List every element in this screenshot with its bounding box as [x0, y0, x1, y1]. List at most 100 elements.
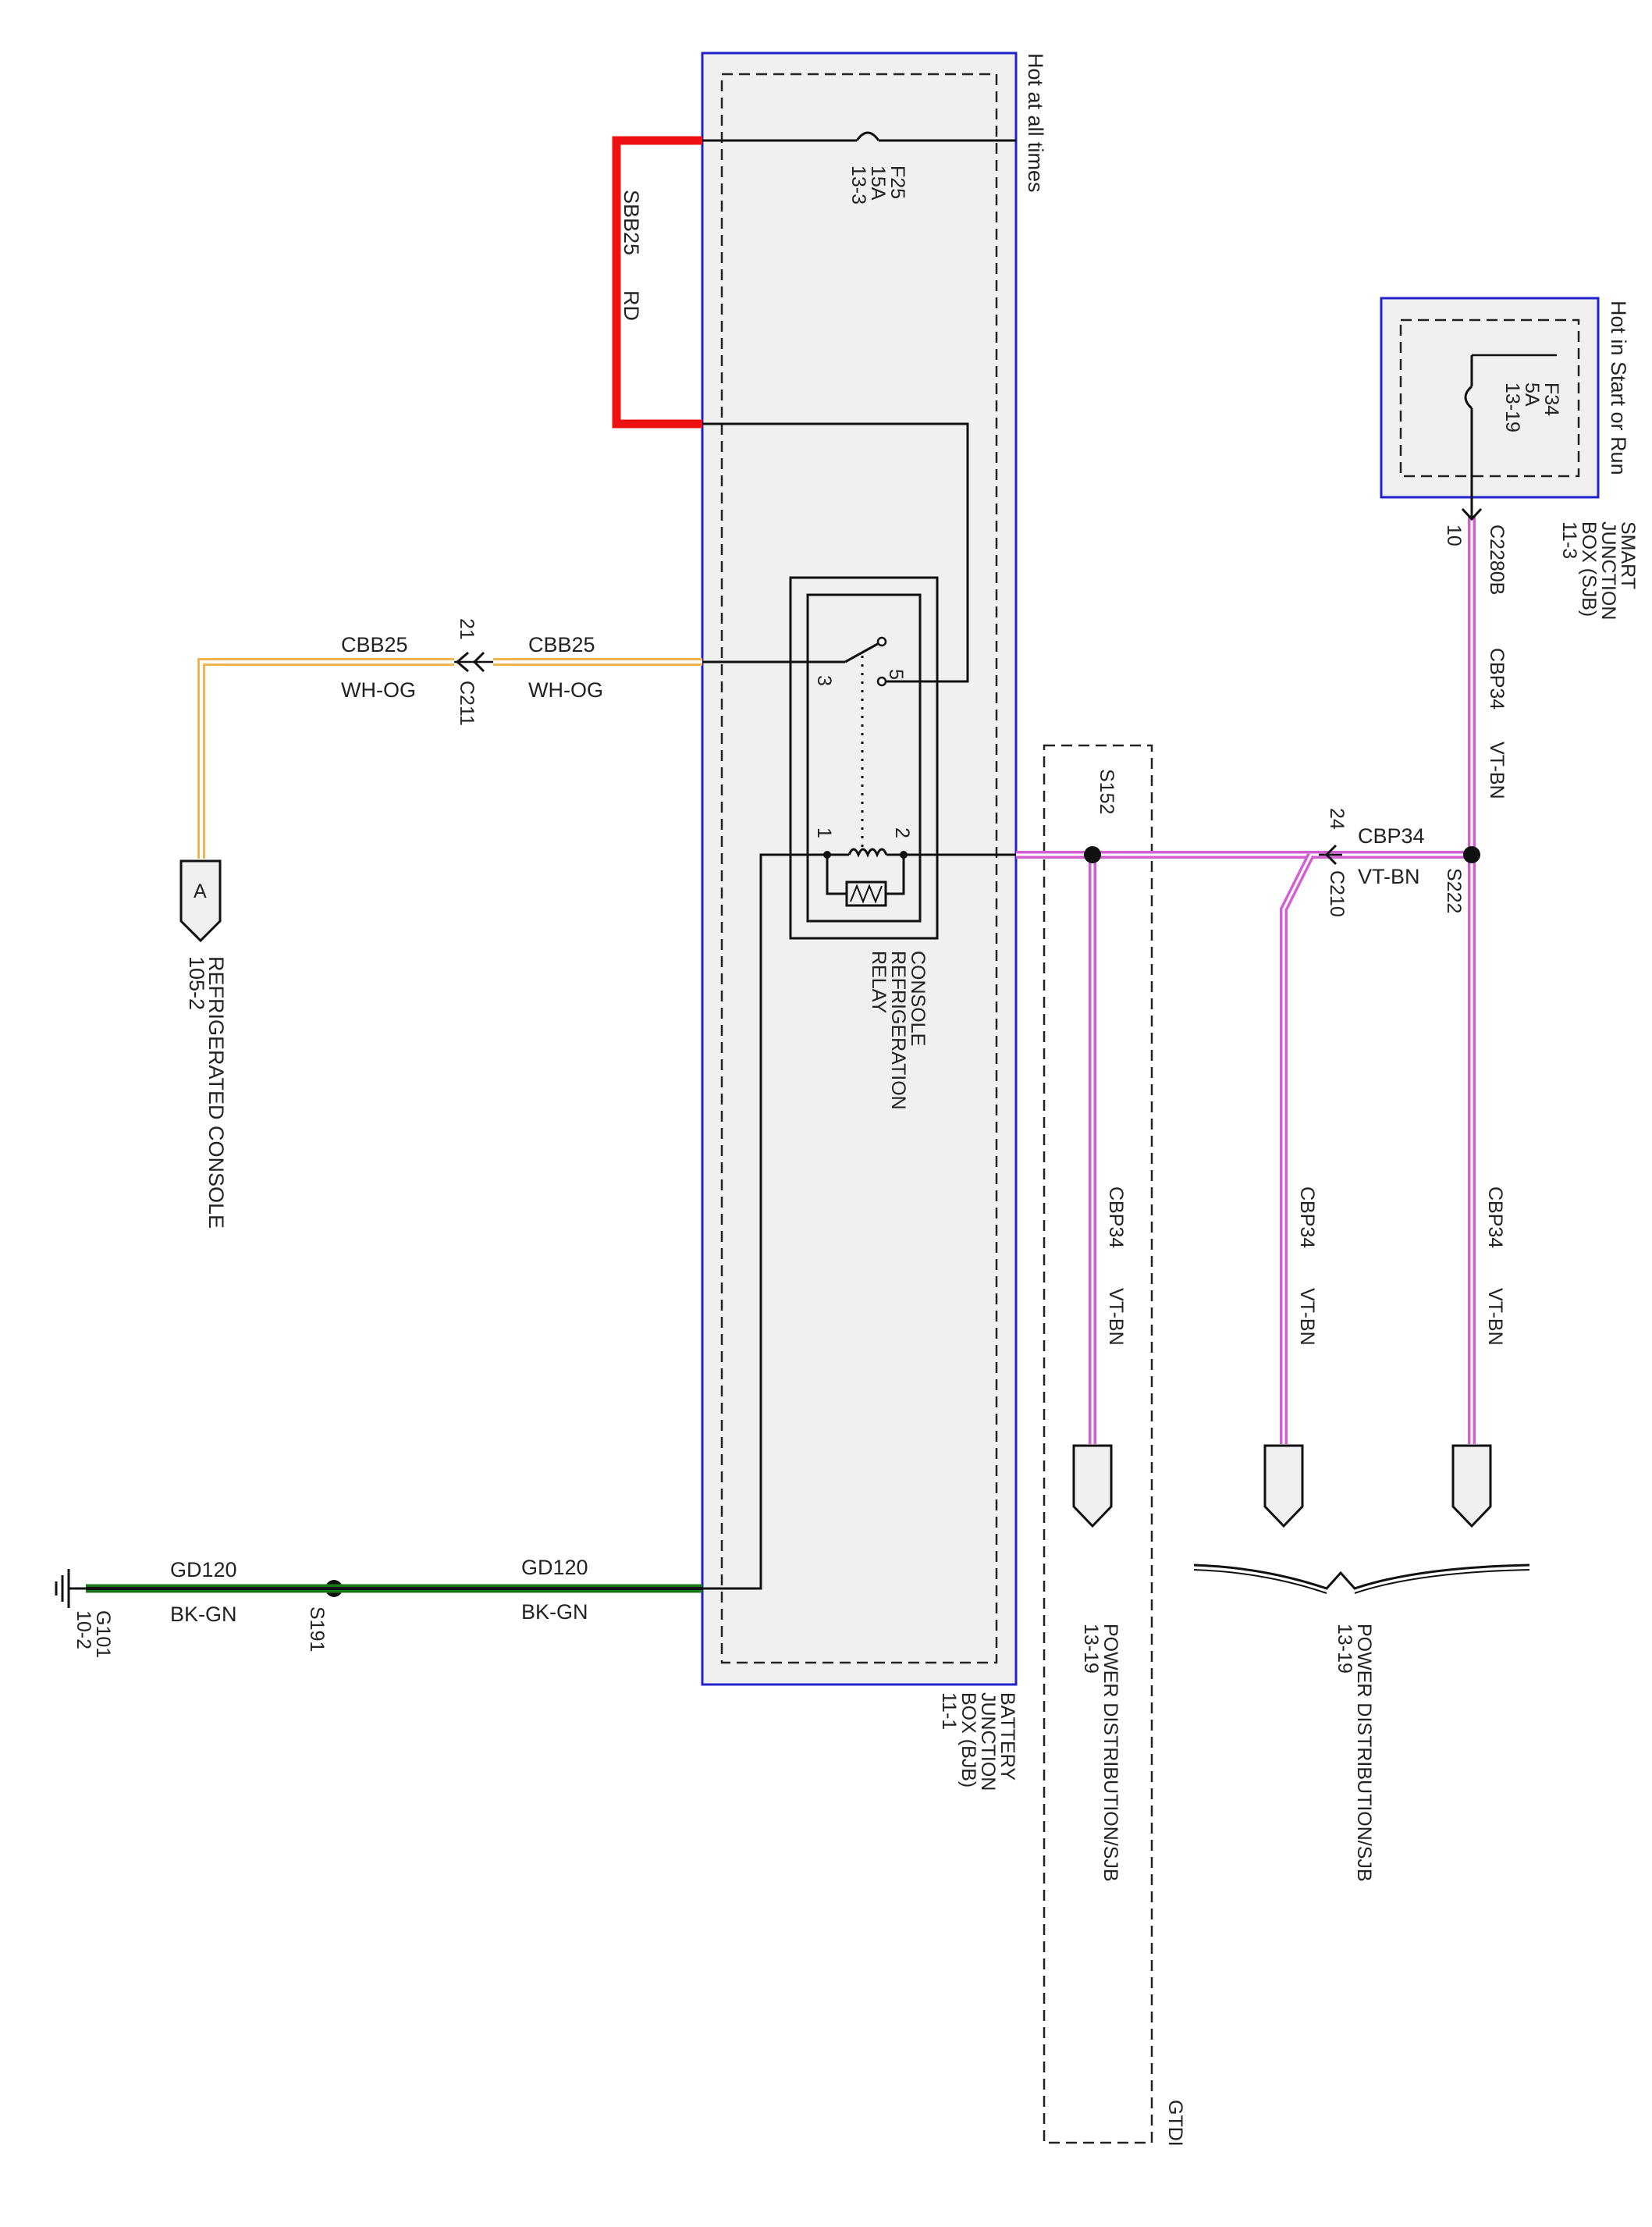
fuse-f25-rating: 15A — [867, 165, 889, 201]
connector-c210-pin: 24 — [1326, 808, 1348, 830]
relay-pin-3: 3 — [813, 675, 835, 686]
splice-s222-label: S222 — [1443, 868, 1465, 913]
fuse-f34-icon — [1464, 385, 1473, 410]
wire-cbp34-top-circuit: CBP34 — [1486, 648, 1508, 710]
relay-inner — [806, 593, 922, 923]
wire-gd120-right-color: BK-GN — [521, 1600, 588, 1624]
relay-name-line1: CONSOLE — [907, 951, 929, 1046]
gtdi-label: GTDI — [1164, 2100, 1186, 2147]
bjb-name-line3: BOX (BJB) — [957, 1692, 979, 1788]
wire-cbb25-left-color: WH-OG — [341, 678, 416, 702]
relay-contact-no — [876, 676, 887, 687]
sjb-power-note: Hot in Start or Run — [1607, 301, 1630, 475]
relay-name-line3: RELAY — [868, 951, 890, 1013]
relay-pin-1: 1 — [813, 827, 835, 838]
bracket-brace — [1193, 1564, 1530, 1590]
bracket-brace-inner — [1193, 1569, 1530, 1594]
wire-cbp34-d3-circuit: CBP34 — [1484, 1186, 1506, 1248]
wire-gd120-left-color: BK-GN — [170, 1603, 237, 1626]
refrigerated-console-pin: A — [194, 880, 207, 902]
sjb-name-line4: 11-3 — [1558, 521, 1580, 559]
bjb-power-note: Hot at all times — [1024, 53, 1047, 193]
sjb-outline — [1380, 297, 1600, 499]
bjb-inner-dashed — [720, 73, 998, 1664]
wire-relay1-to-ground — [702, 853, 827, 1590]
ground-icon — [55, 1569, 86, 1608]
wire-cbp34-d2-color: VT-BN — [1296, 1288, 1318, 1346]
relay-contact-nc — [876, 636, 887, 647]
battery-junction-box — [701, 52, 1018, 1686]
wire-bjb-to-relay5 — [702, 422, 969, 683]
wire-cbb25-right-color: WH-OG — [528, 678, 603, 702]
connector-c210-name: C210 — [1326, 870, 1348, 917]
ground-name: G101 — [92, 1610, 114, 1658]
connector-c2280b-icon — [1461, 507, 1483, 521]
smart-junction-box — [1380, 297, 1600, 499]
wire-cbb25-left-color — [197, 658, 454, 859]
power-dist-1-name: POWER DISTRIBUTION/SJB — [1100, 1624, 1121, 1882]
power-dist-connector-1[interactable] — [1072, 1444, 1113, 1528]
fuse-f25-icon — [855, 131, 880, 141]
bjb-name-line4: 11-1 — [938, 1692, 960, 1730]
splice-s191-label: S191 — [306, 1606, 328, 1652]
wire-gd120-right-circuit: GD120 — [521, 1556, 588, 1579]
bjb-name-line2: JUNCTION — [977, 1692, 999, 1791]
wire-cbp34-top-color: VT-BN — [1486, 742, 1508, 799]
relay-switch-arm — [844, 640, 883, 663]
relay-pin-2: 2 — [891, 827, 913, 838]
connector-c211-name: C211 — [456, 681, 478, 726]
power-dist-connector-3[interactable] — [1451, 1444, 1492, 1528]
refrigerated-console-name: REFRIGERATED CONSOLE — [204, 956, 228, 1229]
fuse-f25-label: F25 — [886, 165, 908, 199]
wire-gd120-left-circuit: GD120 — [170, 1558, 237, 1581]
wire-cbp34-mid-circuit: CBP34 — [1358, 824, 1425, 848]
connector-c2280b-pin: 10 — [1443, 525, 1465, 546]
wire-sbb25 — [612, 136, 702, 429]
wire-sbb25-circuit: SBB25 — [620, 190, 643, 255]
sjb-name-line3: BOX (SJB) — [1578, 521, 1600, 617]
sjb-name-line2: JUNCTION — [1597, 521, 1619, 620]
wire-cbp34-d2-circuit: CBP34 — [1296, 1186, 1318, 1248]
relay-pin-5: 5 — [885, 669, 907, 680]
power-dist-2-ref: 13-19 — [1334, 1624, 1355, 1674]
wire-cbp34-mid-color: VT-BN — [1358, 865, 1420, 888]
bjb-name-line1: BATTERY — [997, 1692, 1018, 1781]
resistor-zigzag-icon — [850, 884, 883, 904]
sjb-name-line1: SMART — [1617, 521, 1639, 589]
relay-coil-icon — [847, 848, 888, 858]
fuse-f34-ref: 13-19 — [1501, 382, 1523, 432]
wire-cbp34-c210-color — [1280, 852, 1315, 1444]
console-refrigeration-relay — [702, 576, 939, 940]
connector-c2280b-name: C2280B — [1486, 525, 1508, 595]
wire-cbp34-d3-color: VT-BN — [1484, 1288, 1506, 1346]
relay-suppressor-leads — [826, 855, 905, 895]
wire-sbb25-color: RD — [620, 290, 643, 321]
relay-outer — [789, 576, 939, 940]
relay-suppressor-resistor — [845, 880, 887, 907]
relay-name-line2: REFRIGERATION — [887, 951, 909, 1110]
fuse-f25-ref: 13-3 — [847, 165, 869, 205]
fuse-f34-label: F34 — [1540, 382, 1562, 416]
splice-s152 — [1084, 846, 1101, 863]
sjb-inner-dashed — [1399, 318, 1580, 478]
power-dist-1-ref: 13-19 — [1080, 1624, 1102, 1674]
wire-cbp34-d1-circuit: CBP34 — [1105, 1186, 1127, 1248]
bjb-outline — [701, 52, 1018, 1686]
splice-s152-label: S152 — [1096, 769, 1117, 814]
wire-cbp34-c210-core — [1282, 854, 1313, 1444]
power-dist-connector-2[interactable] — [1263, 1444, 1304, 1528]
connector-c211-pin: 21 — [456, 618, 478, 640]
ground-ref: 10-2 — [73, 1610, 94, 1649]
refrigerated-console-ref: 105-2 — [185, 956, 208, 1010]
splice-s222 — [1463, 846, 1480, 863]
wire-cbb25 — [197, 651, 702, 859]
power-dist-2-name: POWER DISTRIBUTION/SJB — [1353, 1624, 1375, 1882]
wire-cbb25-left-core — [200, 660, 454, 859]
wire-cbb25-right-circuit: CBB25 — [528, 633, 595, 656]
wire-cbp34-d1-color: VT-BN — [1105, 1288, 1127, 1346]
refrigerated-console-connector[interactable] — [179, 859, 222, 943]
fuse-f34-rating: 5A — [1521, 382, 1543, 407]
wire-cbb25-left-circuit: CBB25 — [341, 633, 408, 656]
gtdi-dashed-box — [1043, 744, 1153, 2144]
